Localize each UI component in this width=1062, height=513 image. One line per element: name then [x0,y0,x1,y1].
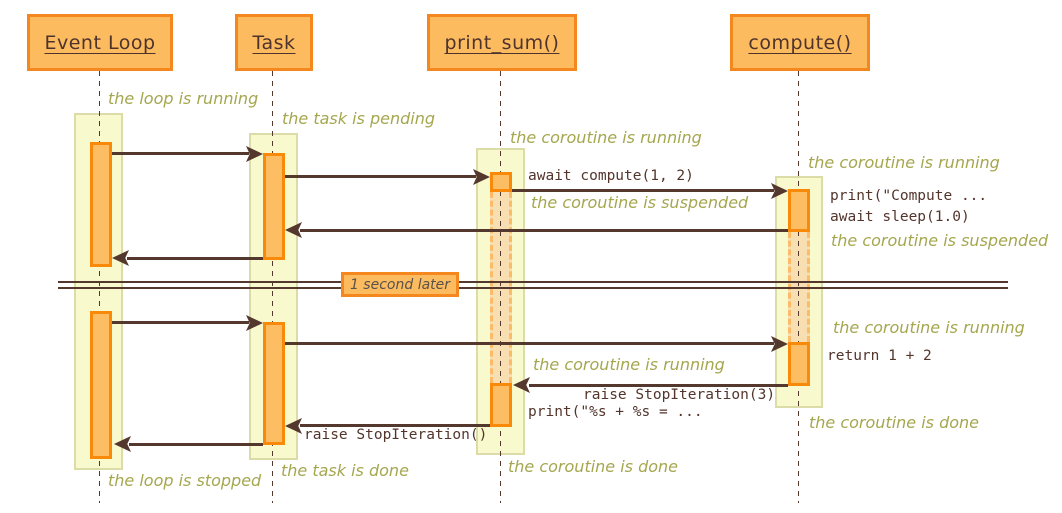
activation-bar-print-sum-1 [490,172,512,192]
note-compute-done: the coroutine is done [809,413,980,432]
activation-bar-compute-2 [788,342,810,386]
message-arrow-task-to-loop-2 [129,443,263,446]
message-arrow-printsum-to-compute [512,189,774,192]
note-loop-stopped: the loop is stopped [108,471,262,490]
note-printsum-running-2: the coroutine is running [533,355,725,374]
activation-bar-task-1 [263,153,285,260]
message-arrow-task-to-printsum [285,175,476,178]
activation-bar-task-2 [263,322,285,445]
message-arrow-compute-to-printsum [529,384,788,387]
actor-box-print-sum: print_sum() [427,14,577,71]
activation-bar-event-loop-2 [90,311,112,459]
activation-bar-compute-1 [788,189,810,232]
divider-line-bottom [58,287,1008,289]
note-printsum-suspended: the coroutine is suspended [531,193,749,212]
actor-label-task: Task [252,31,296,54]
activation-bar-print-sum-2 [490,383,512,427]
actor-label-print-sum: print_sum() [444,31,560,54]
message-label-return-sum: return 1 + 2 [827,348,932,364]
activation-bar-event-loop-1 [90,142,112,267]
note-task-done: the task is done [281,461,409,480]
note-compute-running-1: the coroutine is running [808,153,1000,172]
message-label-raise-stopiteration-3: raise StopIteration(3) [583,387,776,403]
message-arrow-task-to-loop-1 [127,257,263,260]
note-compute-running-2: the coroutine is running [833,318,1025,337]
divider-box: 1 second later [341,272,459,297]
divider-line-top [58,281,1008,283]
note-loop-running: the loop is running [108,89,259,108]
message-arrow-printsum-to-task [300,424,490,427]
message-arrow-task-to-compute [285,342,774,345]
actor-label-compute: compute() [748,31,852,54]
message-arrow-compute-to-task [300,229,788,232]
actor-box-task: Task [235,14,313,71]
message-label-await-compute: await compute(1, 2) [528,168,694,184]
actor-box-event-loop: Event Loop [27,14,173,71]
note-printsum-running-1: the coroutine is running [510,128,702,147]
message-label-raise-stopiteration: raise StopIteration() [304,427,488,443]
actor-label-event-loop: Event Loop [44,31,156,54]
message-label-print-compute: print("Compute ... [830,188,988,204]
message-arrow-loop-to-task-1 [112,152,249,155]
divider-label: 1 second later [349,276,451,293]
note-printsum-done: the coroutine is done [508,457,679,476]
message-label-await-sleep: await sleep(1.0) [830,209,970,225]
note-task-pending: the task is pending [282,109,436,128]
note-compute-suspended: the coroutine is suspended [831,231,1049,250]
message-arrow-loop-to-task-2 [112,321,249,324]
actor-box-compute: compute() [730,14,870,71]
message-label-print-result: print("%s + %s = ... [528,404,703,420]
